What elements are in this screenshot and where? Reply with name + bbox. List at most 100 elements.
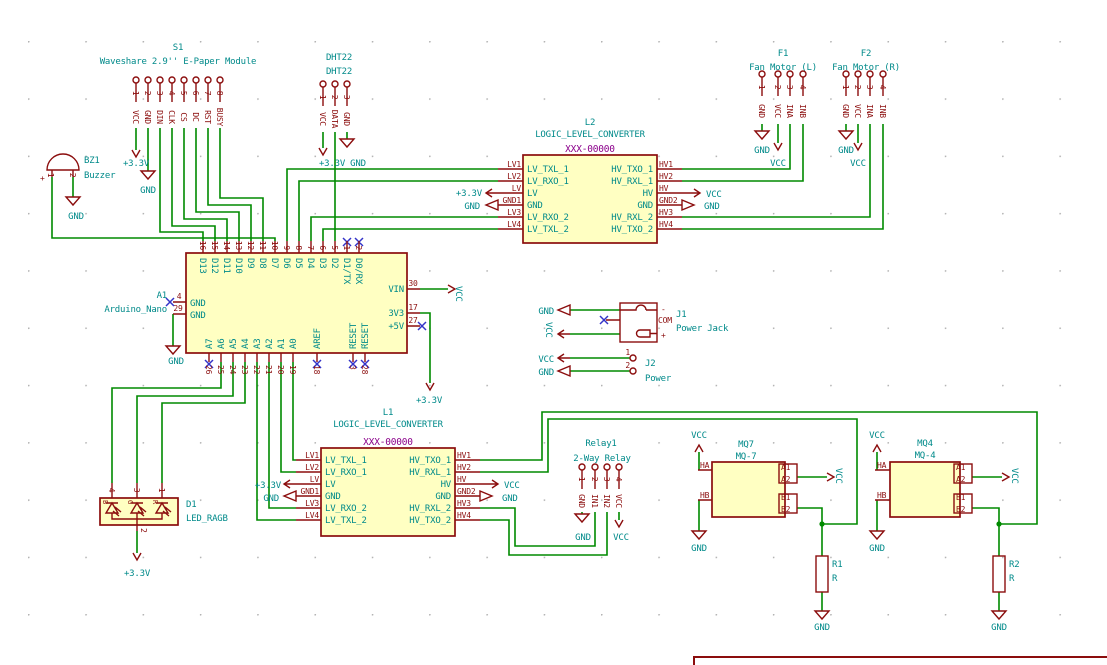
component-a1-arduino-nano[interactable]: A1 Arduino_Nano 16 15 14 13 12 11 10 9 8…: [104, 241, 420, 375]
component-l1-level-converter[interactable]: L1 LOGIC_LEVEL_CONVERTER XXX-00000 LV1 L…: [296, 408, 480, 537]
power-label: GND: [691, 544, 707, 554]
pin-name: D6: [281, 258, 291, 268]
arduino-body[interactable]: [185, 252, 408, 354]
d1-pin-num: 2: [139, 528, 148, 533]
l1-pin-num: HV4: [457, 511, 471, 520]
pin-name: D4: [305, 258, 315, 268]
net-label: GND: [538, 307, 554, 317]
power-label: +3.3V: [416, 396, 443, 406]
l2-pin-num: GND2: [659, 196, 678, 205]
pin-name: RESET: [349, 322, 359, 349]
f2-pin-name: INA: [865, 104, 874, 118]
dht-pin-num: 2: [330, 95, 339, 100]
pin-num: 9: [282, 245, 291, 250]
relay-pin-name: IN1: [590, 494, 599, 508]
f1-pin-num: 4: [798, 85, 807, 90]
f1-pin-num: 2: [773, 85, 782, 90]
pin-name: D10: [233, 258, 243, 274]
power-label: GND: [350, 159, 366, 169]
power-label: VCC: [453, 286, 463, 302]
d1-channel: B: [101, 500, 109, 504]
dht-pin-name: GND: [342, 112, 351, 126]
r2-value: R: [1009, 574, 1015, 584]
component-f1-fan[interactable]: F1 Fan Motor (L) 1 2 3 4 GND VCC INA INB: [749, 49, 817, 118]
pin-name: A4: [241, 339, 251, 349]
pin-num: 5: [330, 245, 339, 250]
l2-pin-num: GND1: [503, 196, 522, 205]
net-label: GND: [464, 202, 480, 212]
component-f2-fan[interactable]: F2 Fan Motor (R) 1 2 3 4 GND VCC INA INB: [832, 49, 900, 118]
f1-pin-stubs: [761, 77, 804, 96]
l1-pin-num: GND2: [457, 487, 476, 496]
mq7-pin-stubs: [698, 469, 712, 501]
j1-body[interactable]: [619, 302, 658, 343]
component-bz1-buzzer[interactable]: BZ1 Buzzer 1 2 +: [40, 153, 116, 183]
component-s1-epaper[interactable]: S1 Waveshare 2.9'' E-Paper Module 1 2 3 …: [100, 43, 257, 127]
s1-pin-name: CLK: [167, 110, 176, 124]
d1-channel: G: [126, 500, 134, 504]
component-mq7-sensor[interactable]: MQ7 MQ-7 HA HB A1 A2 B1 B2: [698, 440, 798, 518]
relay-pin-num: 4: [614, 477, 623, 482]
component-mq4-sensor[interactable]: MQ4 MQ-4 HA HB A1 A2 B1 B2: [875, 439, 973, 518]
pin-num: 14: [222, 241, 231, 251]
l1-value: XXX-00000: [363, 437, 413, 448]
component-r2-resistor[interactable]: R2 R: [992, 555, 1020, 593]
mq4-pin-stubs: [875, 469, 890, 501]
r2-body[interactable]: [992, 555, 1006, 593]
l1-pin-name: GND: [325, 492, 341, 502]
l1-pin-num: HV2: [457, 463, 471, 472]
r1-body[interactable]: [815, 555, 829, 593]
power-label: GND: [869, 544, 885, 554]
power-label: VCC: [850, 159, 866, 169]
pin-name: D1/TX: [341, 258, 351, 285]
component-d1-led-ragb[interactable]: 4 3 1 2 B G R D1 LED_RAGB: [99, 483, 228, 533]
l1-pin-num: LV4: [305, 511, 319, 520]
j1-value: Power Jack: [676, 324, 729, 334]
pin-name: AREF: [313, 328, 323, 349]
mq4-value: MQ-4: [915, 451, 936, 461]
component-j2-power[interactable]: 1 2 J2 Power: [625, 348, 672, 384]
power-label: GND: [814, 623, 830, 633]
f2-pin-name: VCC: [853, 104, 862, 118]
component-r1-resistor[interactable]: R1 R: [815, 555, 843, 593]
s1-pin-name: CS: [179, 112, 188, 122]
component-dht22[interactable]: DHT22 DHT22 1 2 3 VCC DATA GND: [318, 53, 352, 129]
power-label: GND: [838, 146, 854, 156]
dht-ref: DHT22: [326, 53, 352, 63]
s1-pin-num: 1: [131, 91, 140, 96]
component-l2-level-converter[interactable]: L2 LOGIC_LEVEL_CONVERTER XXX-00000 LV1 L…: [498, 118, 682, 244]
l2-body[interactable]: [522, 154, 658, 244]
mq4-pin: HA: [877, 461, 887, 470]
pin-name: D2: [329, 258, 339, 268]
component-j1-power-jack[interactable]: - COM + J1 Power Jack: [606, 302, 729, 343]
power-label: GND: [68, 212, 84, 222]
pin-name: A3: [253, 339, 263, 349]
pin-name: RESET: [361, 322, 371, 349]
pin-num: 27: [408, 316, 418, 325]
mq7-body[interactable]: [711, 461, 786, 518]
l1-body[interactable]: [320, 447, 456, 537]
dht-pin-num: 1: [318, 95, 327, 100]
mq4-body[interactable]: [889, 461, 961, 518]
pin-num: 1: [342, 245, 351, 250]
d1-pin-num: 4: [107, 488, 116, 493]
pin-name: 3V3: [388, 309, 404, 319]
mq7-value: MQ-7: [736, 452, 757, 462]
pin-num: 20: [276, 365, 285, 375]
mq4-pin: B1: [956, 493, 966, 502]
f1-pin-num: 1: [757, 85, 766, 90]
relay-pin-stubs: [581, 470, 620, 489]
l1-pin-name: LV: [325, 480, 336, 490]
pin-num: 13: [234, 241, 243, 251]
l2-pin-num: HV3: [659, 208, 673, 217]
f2-pin-stubs: [845, 77, 884, 96]
pin-name: D13: [197, 258, 207, 274]
f2-value: Fan Motor (R): [832, 63, 900, 73]
pin-num: 10: [270, 241, 279, 251]
mq4-bracket-a: [953, 463, 973, 484]
pin-num: 15: [210, 241, 219, 251]
pin-name: A1: [277, 339, 287, 349]
power-label: +3.3V: [124, 569, 151, 579]
component-relay1[interactable]: Relay1 2-Way Relay 1 2 3 4 GND IN1 IN2 V…: [573, 439, 631, 508]
